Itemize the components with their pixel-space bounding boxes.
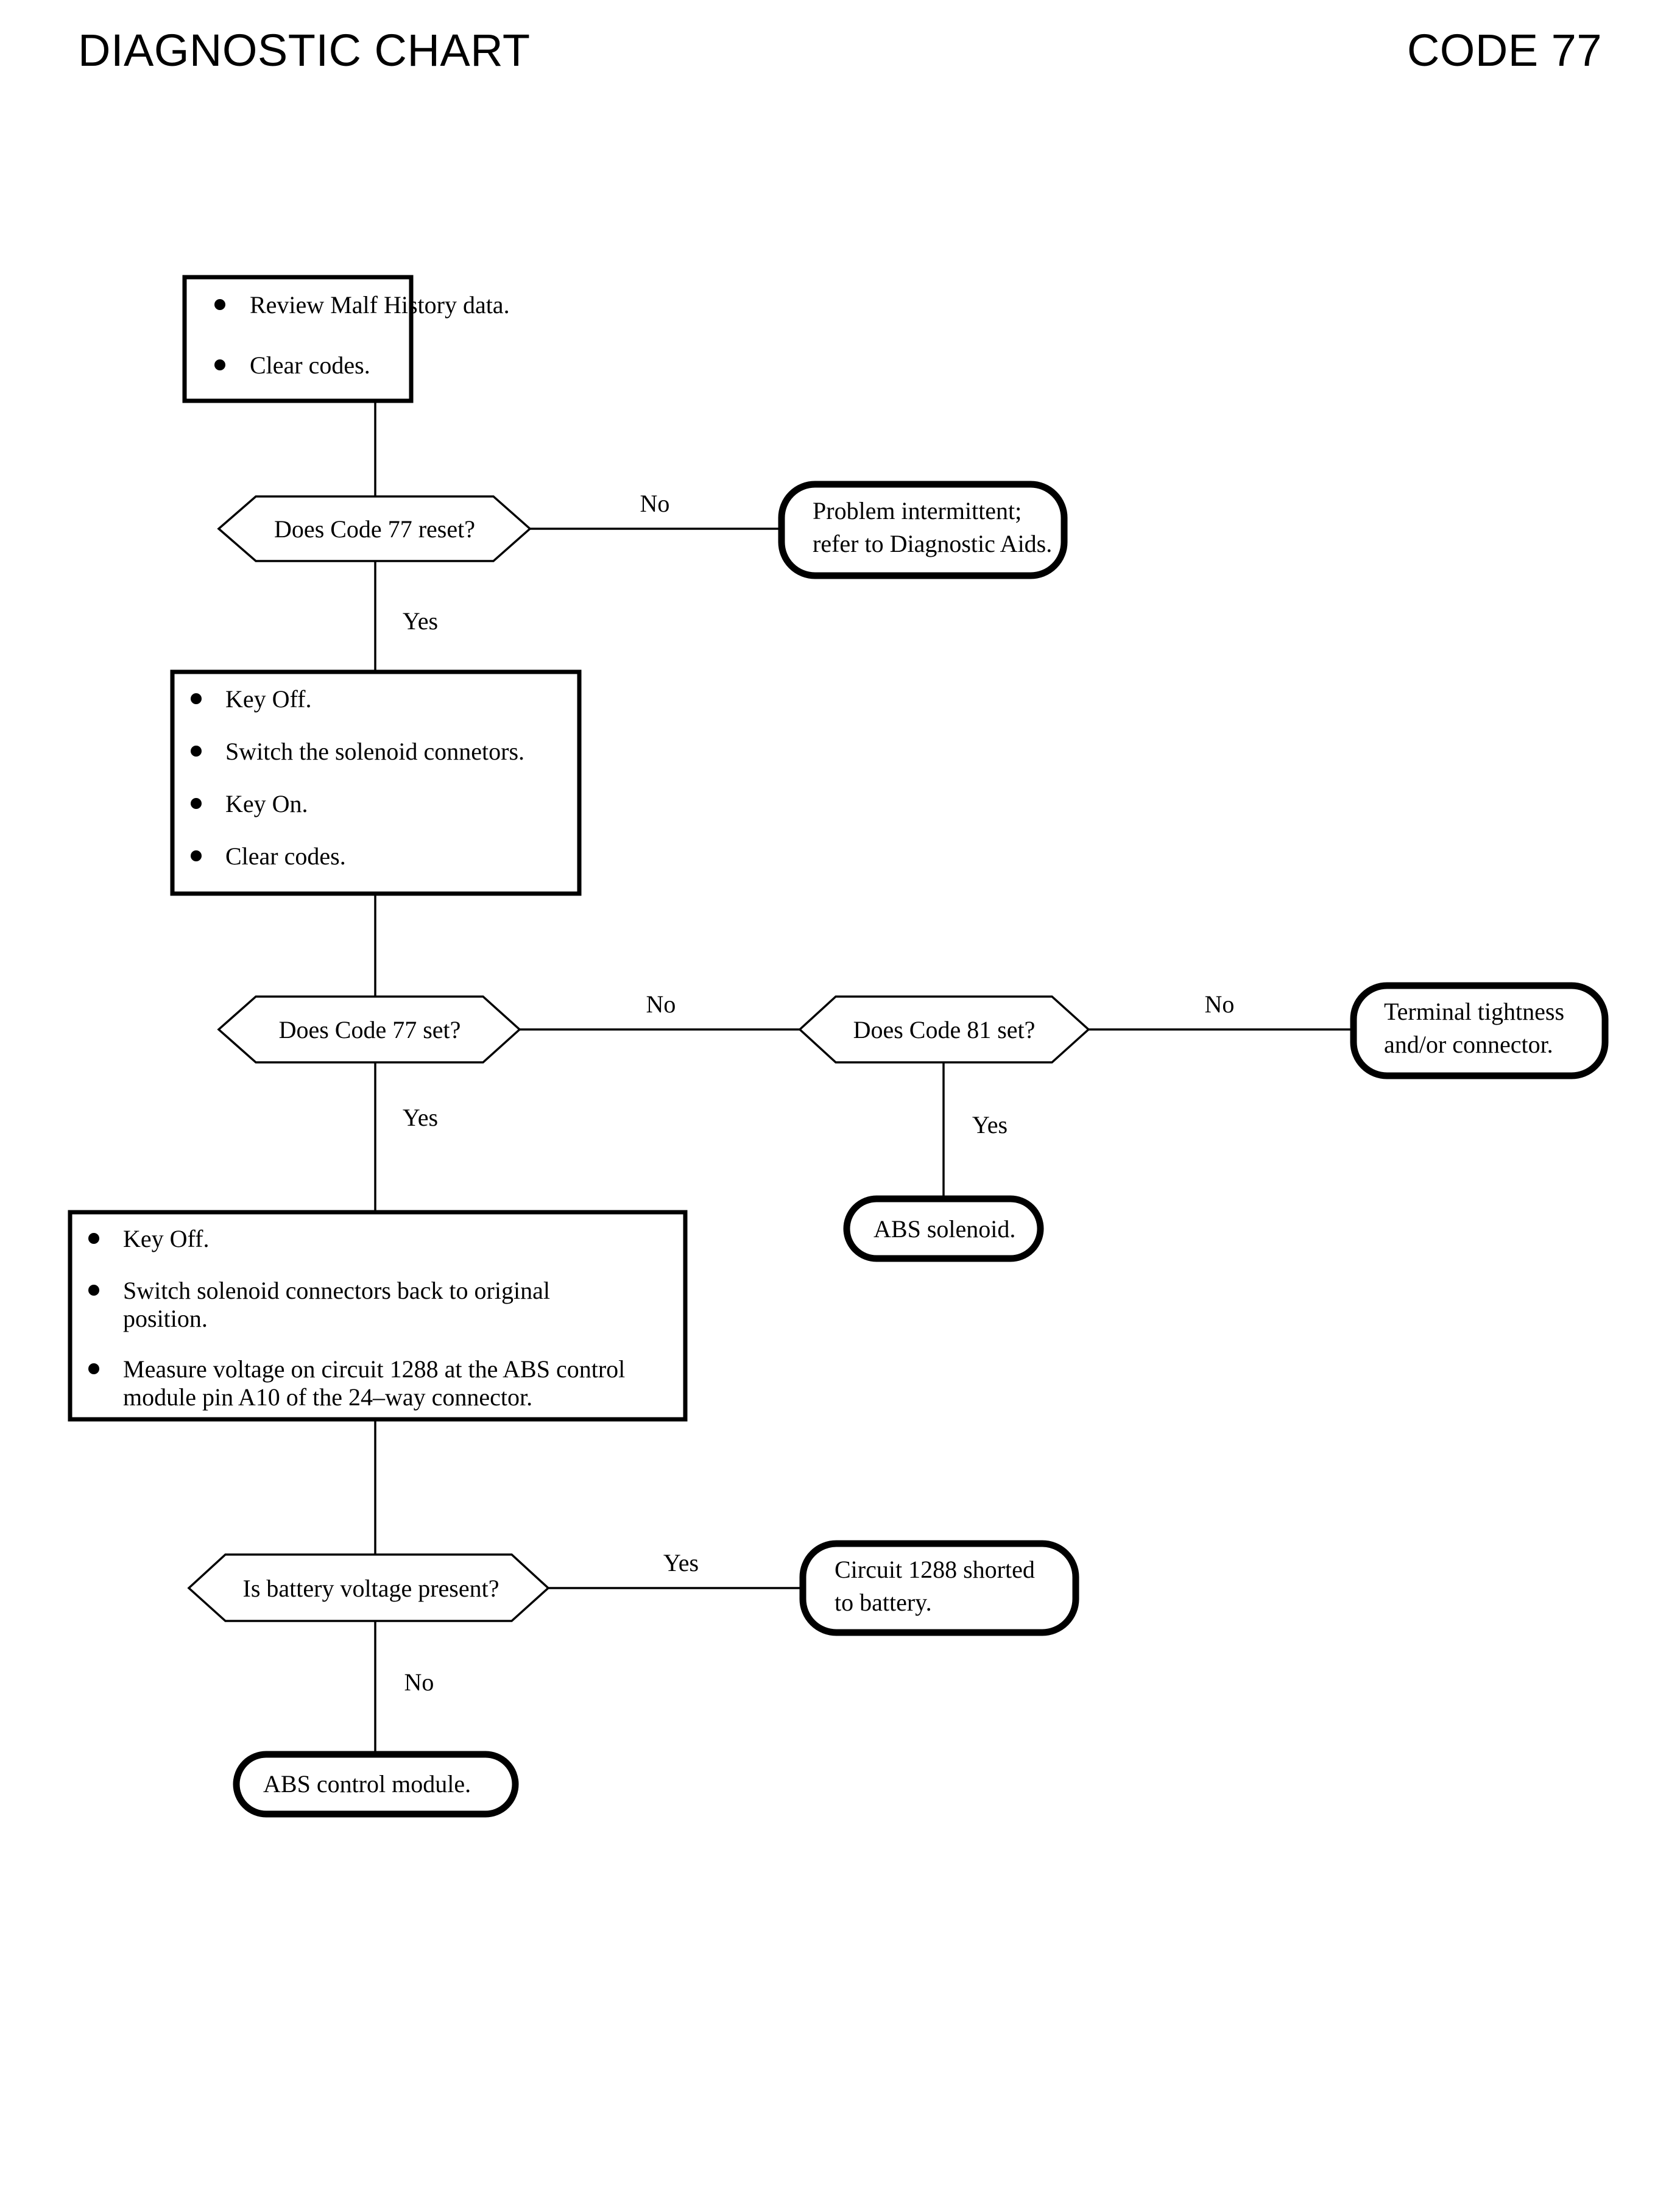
decision-label: Does Code 77 reset? — [274, 515, 475, 543]
bullet-icon — [88, 1233, 99, 1244]
process-line: Clear codes. — [225, 842, 346, 870]
decision-label: Is battery voltage present? — [243, 1575, 499, 1602]
decision-label: Does Code 81 set? — [853, 1016, 1036, 1043]
terminator-circuit-1288-shorted: Circuit 1288 shorted to battery. — [799, 1540, 1079, 1636]
bullet-icon — [88, 1285, 99, 1296]
bullet-icon — [191, 850, 202, 861]
terminator-abs-solenoid: ABS solenoid. — [843, 1195, 1044, 1262]
bullet-icon — [88, 1363, 99, 1374]
terminator-line: and/or connector. — [1384, 1031, 1553, 1058]
process-box-outline — [68, 1210, 688, 1422]
bullet-icon — [191, 746, 202, 757]
decision-does-code-77-set: Does Code 77 set? — [217, 995, 521, 1064]
code-label: CODE 77 — [1406, 25, 1602, 76]
terminator-line: to battery. — [835, 1589, 932, 1616]
process-box-review-clear: Review Malf History data. Clear codes. — [182, 275, 510, 403]
process-line: Review Malf History data. — [250, 291, 510, 319]
edge-label-yes: Yes — [403, 607, 438, 635]
terminator-problem-intermittent: Problem intermittent; refer to Diagnosti… — [778, 481, 1068, 579]
edge-label-no: No — [646, 990, 676, 1018]
connector-layer — [374, 401, 1354, 1754]
decision-label: Does Code 77 set? — [279, 1016, 461, 1043]
terminator-line: Terminal tightness — [1384, 998, 1564, 1025]
edge-label-no: No — [1205, 990, 1235, 1018]
process-line: Key Off. — [123, 1225, 209, 1252]
decision-outline — [187, 1553, 550, 1622]
terminator-line: ABS solenoid. — [874, 1215, 1015, 1243]
terminator-outline — [799, 1540, 1079, 1636]
process-line: Key On. — [225, 790, 308, 817]
process-box-key-off-switch-solenoid: Key Off. Switch the solenoid connetors. … — [170, 669, 582, 896]
decision-outline — [798, 995, 1090, 1064]
decision-does-code-77-reset: Does Code 77 reset? — [217, 495, 532, 562]
decision-outline — [217, 995, 521, 1064]
terminator-outline — [843, 1195, 1044, 1262]
process-box-outline — [182, 275, 414, 403]
process-line: Key Off. — [225, 685, 311, 713]
process-line: Clear codes. — [250, 351, 370, 379]
edge-label-no: No — [404, 1668, 434, 1696]
bullet-icon — [191, 693, 202, 704]
terminator-outline — [233, 1751, 519, 1818]
process-box-measure-voltage: Key Off. Switch solenoid connectors back… — [68, 1210, 688, 1422]
terminator-line: Circuit 1288 shorted — [835, 1556, 1035, 1583]
page-title: DIAGNOSTIC CHART — [78, 25, 531, 76]
process-box-outline — [170, 669, 582, 896]
terminator-line: ABS control module. — [263, 1770, 471, 1798]
bullet-icon — [214, 299, 225, 310]
process-line: Switch solenoid connectors back to origi… — [123, 1277, 550, 1304]
bullet-icon — [191, 798, 202, 809]
process-line: Switch the solenoid connetors. — [225, 738, 524, 765]
terminator-line: Problem intermittent; — [813, 497, 1022, 524]
terminator-abs-control-module: ABS control module. — [233, 1751, 519, 1818]
bullet-icon — [214, 359, 225, 370]
terminator-outline — [1350, 982, 1609, 1079]
process-line: Measure voltage on circuit 1288 at the A… — [123, 1355, 625, 1383]
decision-does-code-81-set: Does Code 81 set? — [798, 995, 1090, 1064]
edge-label-no: No — [640, 490, 670, 517]
decision-outline — [217, 495, 532, 562]
edge-label-yes: Yes — [663, 1549, 699, 1576]
edge-label-yes: Yes — [403, 1104, 438, 1131]
terminator-outline — [778, 481, 1068, 579]
edge-label-yes: Yes — [972, 1111, 1008, 1139]
process-line-wrap: module pin A10 of the 24–way connector. — [123, 1383, 532, 1411]
process-line-wrap: position. — [123, 1305, 208, 1332]
terminator-terminal-tightness: Terminal tightness and/or connector. — [1350, 982, 1609, 1079]
terminator-line: refer to Diagnostic Aids. — [813, 530, 1052, 557]
decision-is-battery-voltage-present: Is battery voltage present? — [187, 1553, 550, 1622]
